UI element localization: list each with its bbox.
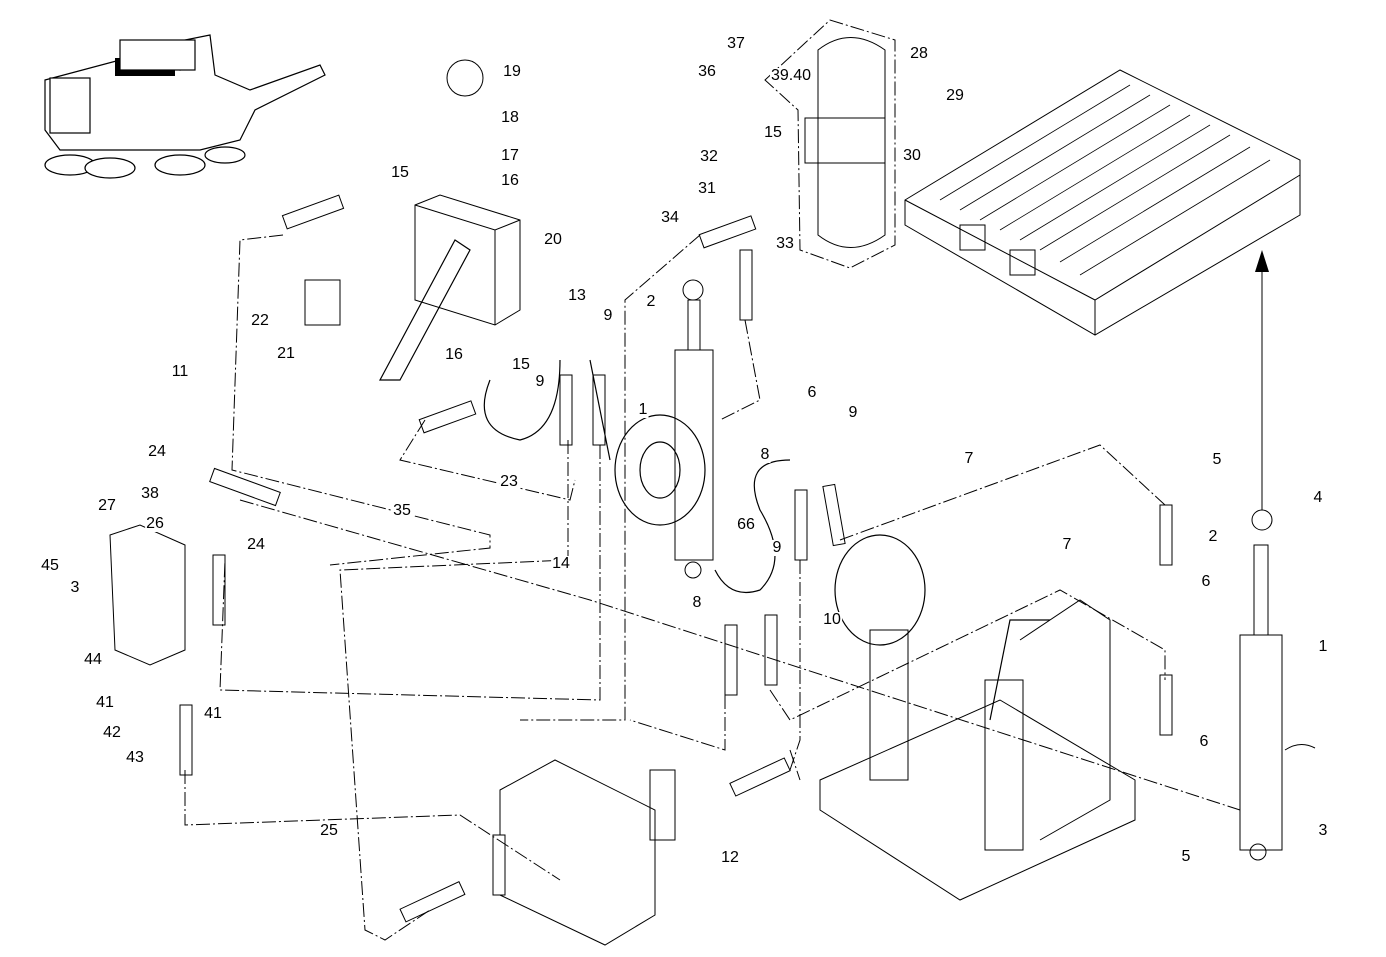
callout-41: 41 — [203, 705, 223, 722]
callout-23: 23 — [499, 473, 519, 490]
routing-lines — [184, 234, 1241, 941]
callout-9: 9 — [602, 307, 614, 324]
callout-32: 32 — [699, 148, 719, 165]
callout-6: 6 — [1198, 733, 1210, 750]
callout-37: 37 — [726, 35, 746, 52]
callout-43: 43 — [125, 749, 145, 766]
callout-41: 41 — [95, 694, 115, 711]
machine-thumbnail — [44, 34, 326, 179]
hoses — [179, 194, 1173, 923]
valve-block — [304, 194, 521, 326]
callout-24: 24 — [147, 443, 167, 460]
callout-17: 17 — [500, 147, 520, 164]
callout-29: 29 — [945, 87, 965, 104]
callout-5: 5 — [1211, 451, 1223, 468]
callout-18: 18 — [500, 109, 520, 126]
callout-16: 16 — [500, 172, 520, 189]
watermark-logo — [378, 239, 1050, 721]
callout-15: 15 — [763, 124, 783, 141]
callout-38: 38 — [140, 485, 160, 502]
callout-14: 14 — [551, 555, 571, 572]
callout-7: 7 — [963, 450, 975, 467]
callout-11: 11 — [170, 363, 190, 380]
callout-42: 42 — [102, 724, 122, 741]
callout-24: 24 — [246, 536, 266, 553]
cylinder-right — [1239, 509, 1283, 861]
callout-66: 66 — [736, 516, 756, 533]
callout-3: 3 — [69, 579, 81, 596]
callout-7: 7 — [1061, 536, 1073, 553]
callout-19: 19 — [502, 63, 522, 80]
callout-1: 1 — [1317, 638, 1329, 655]
callout-34: 34 — [660, 209, 680, 226]
callout-15: 15 — [390, 164, 410, 181]
rotation-arrow — [1284, 744, 1316, 751]
accumulator — [764, 19, 896, 269]
callout-2: 2 — [1207, 528, 1219, 545]
callout-20: 20 — [543, 231, 563, 248]
callout-4: 4 — [1312, 489, 1324, 506]
callout-22: 22 — [250, 312, 270, 329]
callout-15: 15 — [511, 356, 531, 373]
callout-25: 25 — [319, 822, 339, 839]
callout-9: 9 — [534, 373, 546, 390]
callout-13: 13 — [567, 287, 587, 304]
callout-2: 2 — [645, 293, 657, 310]
hood-panel — [904, 69, 1301, 336]
cylinder-left — [674, 279, 714, 579]
callout-9: 9 — [847, 404, 859, 421]
callout-1: 1 — [637, 401, 649, 418]
callout-5: 5 — [1180, 848, 1192, 865]
callout-28: 28 — [909, 45, 929, 62]
callout-6: 6 — [806, 384, 818, 401]
callout-26: 26 — [145, 515, 165, 532]
pressure-gauge — [446, 59, 484, 97]
callout-10: 10 — [822, 611, 842, 628]
callout-27: 27 — [97, 497, 117, 514]
callout-6: 6 — [1200, 573, 1212, 590]
callout-36: 36 — [697, 63, 717, 80]
callout-31: 31 — [697, 180, 717, 197]
callout-8: 8 — [691, 594, 703, 611]
callout-8: 8 — [759, 446, 771, 463]
callout-35: 35 — [392, 502, 412, 519]
callout-30: 30 — [902, 147, 922, 164]
callout-45: 45 — [40, 557, 60, 574]
callout-9: 9 — [771, 539, 783, 556]
filter-housing — [109, 524, 186, 666]
callout-33: 33 — [775, 235, 795, 252]
frame-assembly — [819, 599, 1136, 901]
control-box — [499, 759, 676, 946]
callout-16: 16 — [444, 346, 464, 363]
callout-21: 21 — [276, 345, 296, 362]
callout-44: 44 — [83, 651, 103, 668]
callout-3: 3 — [1317, 822, 1329, 839]
arrow-head — [1255, 250, 1269, 272]
callout-12: 12 — [720, 849, 740, 866]
callout-39-40: 39.40 — [769, 67, 813, 84]
